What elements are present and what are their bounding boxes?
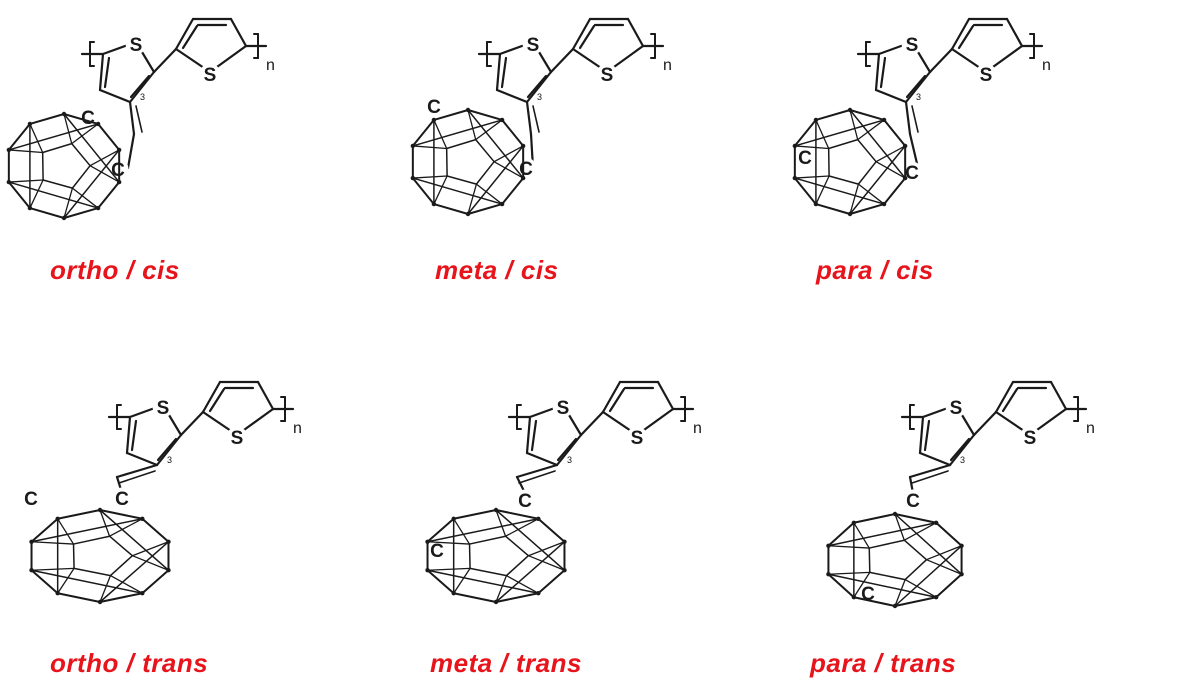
carbon-atom: C <box>905 163 919 184</box>
label-ortho-cis: ortho / cis <box>50 255 180 285</box>
sulfur-atom: S <box>204 65 217 86</box>
repeat-subscript: n <box>293 420 302 437</box>
repeat-subscript: n <box>663 57 672 74</box>
carbon-atom: C <box>906 491 920 512</box>
sulfur-atom: S <box>130 35 143 56</box>
repeat-subscript: n <box>1086 420 1095 437</box>
sulfur-atom: S <box>906 35 919 56</box>
carbon-atom: C <box>430 541 444 562</box>
sulfur-atom: S <box>157 398 170 419</box>
carborane-cage <box>826 511 964 609</box>
sulfur-atom: S <box>557 398 570 419</box>
carbon-atom: C <box>115 489 129 510</box>
position-marker: 3 <box>567 455 572 465</box>
carbon-atom: C <box>427 97 441 118</box>
sulfur-atom: S <box>950 398 963 419</box>
position-marker: 3 <box>916 92 921 102</box>
label-meta-trans: meta / trans <box>430 648 582 678</box>
sulfur-atom: S <box>980 65 993 86</box>
carbon-atom: C <box>111 160 125 181</box>
carbon-atom: C <box>81 108 95 129</box>
label-meta-cis: meta / cis <box>435 255 559 285</box>
carbon-atom: C <box>798 148 812 169</box>
carbon-atom: C <box>518 491 532 512</box>
sulfur-atom: S <box>527 35 540 56</box>
position-marker: 3 <box>537 92 542 102</box>
repeat-subscript: n <box>266 57 275 74</box>
label-para-trans: para / trans <box>810 648 957 678</box>
carborane-cage <box>6 111 122 221</box>
carborane-cage <box>29 507 171 605</box>
position-marker: 3 <box>960 455 965 465</box>
label-ortho-trans: ortho / trans <box>50 648 209 678</box>
repeat-subscript: n <box>1042 57 1051 74</box>
position-marker: 3 <box>140 92 145 102</box>
repeat-subscript: n <box>693 420 702 437</box>
carborane-cage <box>425 507 567 605</box>
sulfur-atom: S <box>231 428 244 449</box>
sulfur-atom: S <box>631 428 644 449</box>
carbon-atom: C <box>24 489 38 510</box>
carborane-cage <box>792 107 908 217</box>
carborane-cage <box>410 107 526 217</box>
sulfur-atom: S <box>1024 428 1037 449</box>
label-para-cis: para / cis <box>816 255 934 285</box>
position-marker: 3 <box>167 455 172 465</box>
sulfur-atom: S <box>601 65 614 86</box>
